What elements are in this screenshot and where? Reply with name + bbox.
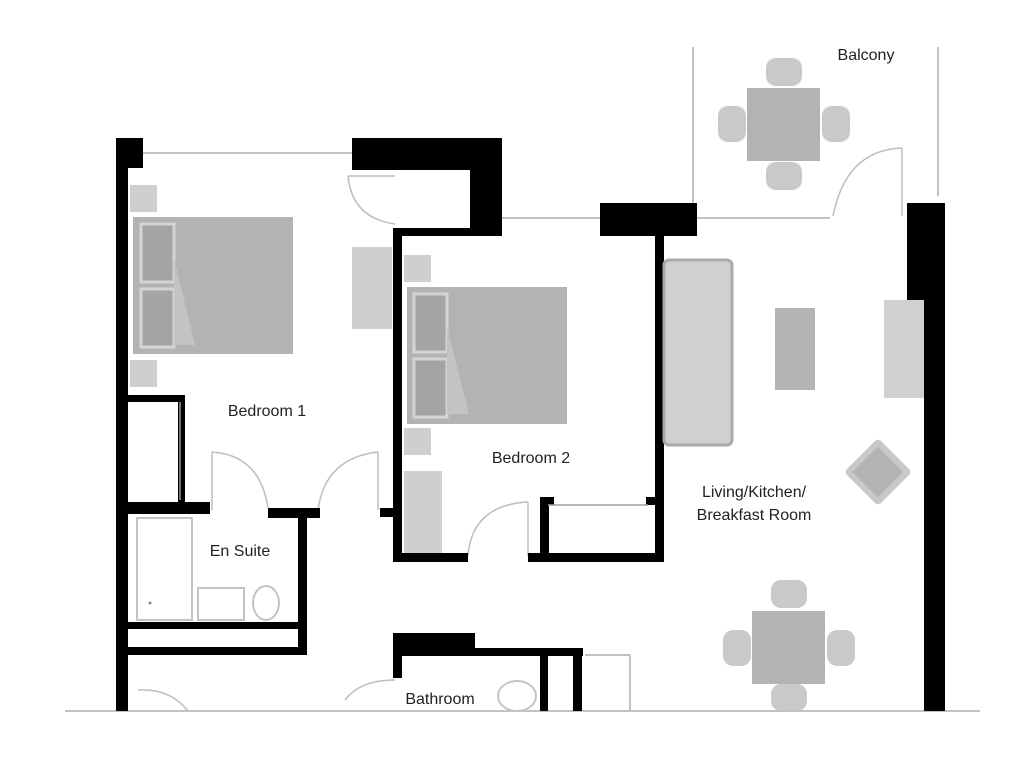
wall-ensuite-bottom xyxy=(128,622,307,629)
label-bedroom-1: Bedroom 1 xyxy=(228,403,306,420)
dining-table xyxy=(752,611,825,684)
dining-chair-top xyxy=(771,580,807,608)
balcony-table xyxy=(747,88,820,161)
bathtub-drain xyxy=(148,601,152,605)
wall-bath-left xyxy=(393,633,402,678)
ensuite-sink xyxy=(197,587,245,621)
ensuite-toilet xyxy=(252,585,280,621)
walls xyxy=(116,138,945,711)
dining-chair-left xyxy=(723,630,751,666)
desk-2 xyxy=(404,471,442,553)
wall-bed2-bottom-b xyxy=(528,553,664,562)
wall-wardrobe2-left xyxy=(540,497,549,557)
wall-wardrobe2-top-a xyxy=(540,497,554,505)
furniture xyxy=(130,58,924,712)
balcony-chair-bottom xyxy=(766,162,802,190)
door-swing-ensuite xyxy=(211,451,269,509)
label-bathroom: Bathroom xyxy=(405,691,474,708)
dining-chair-right xyxy=(827,630,855,666)
wall-right-outer-lower xyxy=(924,203,945,711)
label-en-suite: En Suite xyxy=(210,543,271,560)
armchair xyxy=(845,439,911,505)
door-swing-hall xyxy=(137,689,189,712)
label-balcony: Balcony xyxy=(838,47,895,64)
bathtub xyxy=(136,517,193,621)
bedside-table-2a xyxy=(404,255,431,282)
door-swing-bathroom xyxy=(344,679,396,701)
door-swing-bedroom1 xyxy=(347,175,396,225)
bathroom-toilet xyxy=(497,680,537,712)
wall-left-corner xyxy=(116,138,143,168)
label-living-line-1: Living/Kitchen/ xyxy=(702,484,807,501)
bedside-table-2b xyxy=(404,428,431,455)
wall-living-top-block xyxy=(600,203,697,236)
balcony-chair-top xyxy=(766,58,802,86)
pillow-1b xyxy=(139,287,176,349)
door-swing-bedroom1-hall xyxy=(317,451,379,511)
wall-wardrobe1-top xyxy=(128,395,185,402)
dining-chair-bottom xyxy=(771,684,807,711)
balcony-chair-left xyxy=(718,106,746,142)
bed-1-fold xyxy=(174,258,195,345)
bed-2-fold xyxy=(447,327,469,414)
pillow-1a xyxy=(139,222,176,284)
wall-bed1-door-stub xyxy=(380,508,396,517)
door-swings xyxy=(137,147,903,712)
wall-bed2-top xyxy=(395,228,502,236)
wall-bed1-bed2 xyxy=(393,228,402,561)
balcony-chair-right xyxy=(822,106,850,142)
bedside-table-1b xyxy=(130,360,157,387)
pillow-2a xyxy=(412,292,449,354)
wall-ensuite-top-b xyxy=(268,508,320,518)
tv-unit xyxy=(884,300,924,398)
dining-table-set xyxy=(723,580,855,711)
coffee-table xyxy=(775,308,815,390)
wall-bath-right xyxy=(573,648,582,711)
door-swing-bedroom2 xyxy=(467,501,529,557)
label-living-line-2: Breakfast Room xyxy=(697,507,812,524)
wall-ensuite-bottom2 xyxy=(128,647,307,655)
wall-bed2-right xyxy=(655,230,664,561)
inner-lines xyxy=(179,402,648,506)
label-bedroom-2: Bedroom 2 xyxy=(492,450,570,467)
desk-1 xyxy=(352,247,392,329)
wall-left-outer xyxy=(116,138,128,711)
sofa xyxy=(662,258,734,447)
wall-bed2-bottom-a xyxy=(393,553,468,562)
wall-top-block-right xyxy=(470,138,502,235)
page-bottom-margin xyxy=(0,712,1024,759)
wall-ensuite-top-a xyxy=(128,502,210,514)
wall-bath-inner xyxy=(540,648,548,711)
room-labels: Balcony Bedroom 1 Bedroom 2 Living/Kitch… xyxy=(210,47,895,708)
pillow-2b xyxy=(412,357,449,419)
wall-ensuite-right xyxy=(298,508,307,655)
balcony-table-set xyxy=(718,58,850,190)
door-swing-balcony xyxy=(832,147,903,217)
bedside-table-1a xyxy=(130,185,157,212)
wall-wardrobe1-side xyxy=(178,395,185,503)
wall-wardrobe2-top-b xyxy=(646,497,658,505)
wall-bath-top xyxy=(393,648,583,656)
